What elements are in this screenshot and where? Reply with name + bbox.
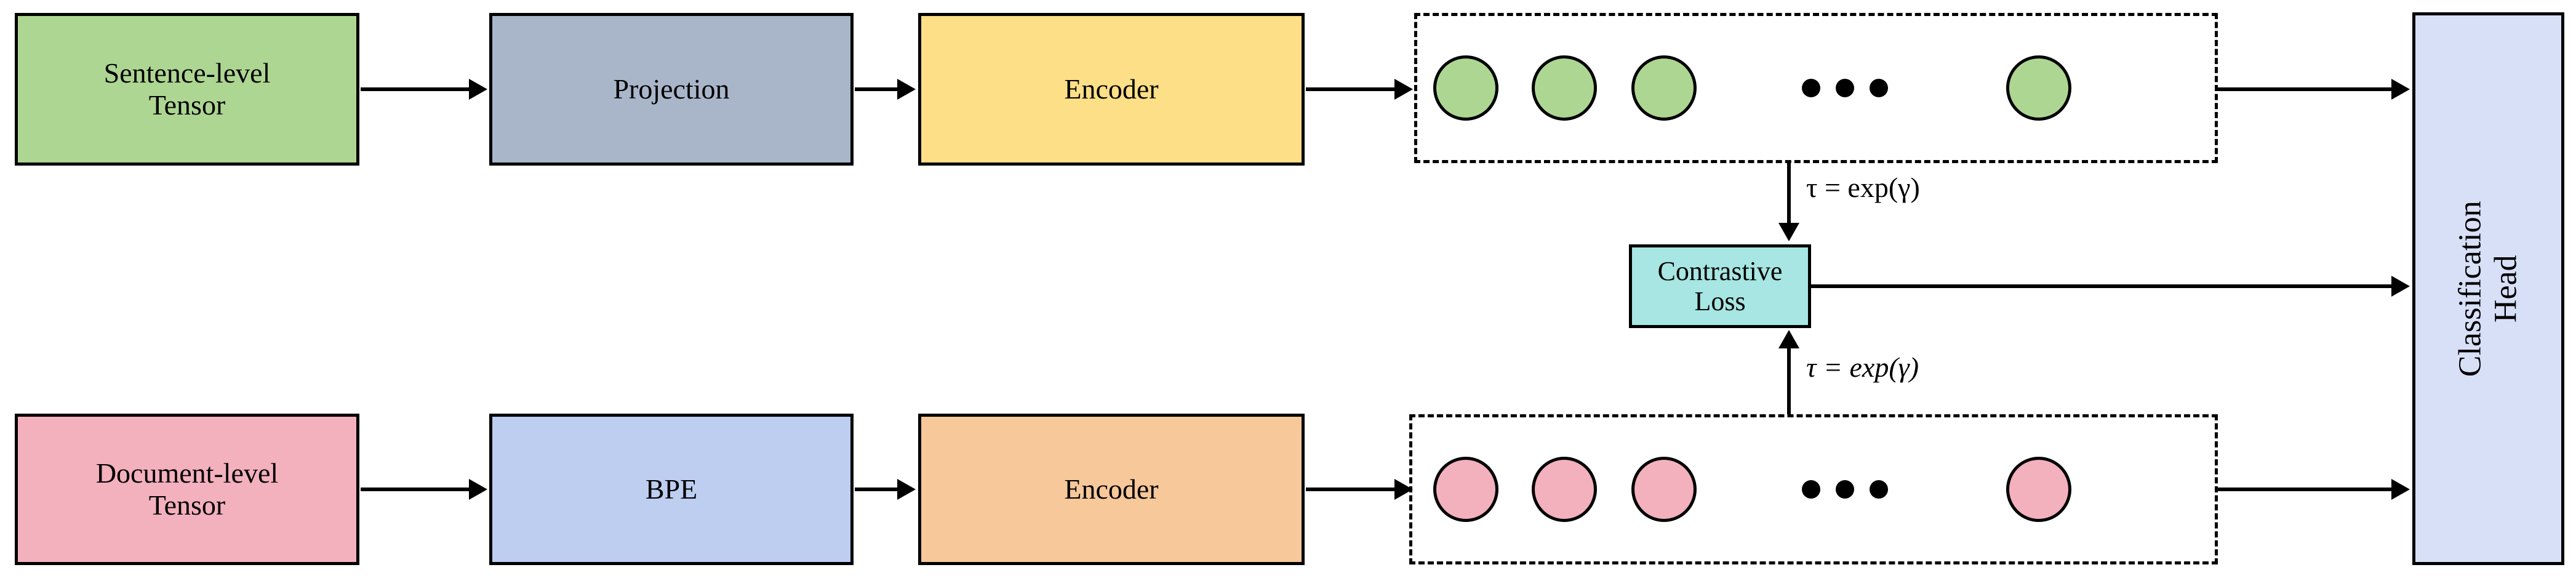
arrow-line-bottom-to-loss <box>1787 348 1791 414</box>
sentence-embedding-node <box>1532 55 1597 121</box>
projection-box: Projection <box>489 13 854 166</box>
arrow-head-embeddings-top-to-head <box>2391 79 2410 100</box>
classification-head-box: Classification Head <box>2412 12 2564 565</box>
arrow-head-projection-to-encoder <box>897 79 916 100</box>
arrow-head-embeddings-bottom-to-head <box>2391 479 2410 500</box>
arrow-head-bpe-to-encoder <box>897 479 916 500</box>
arrow-line-encoder-to-embeddings-bottom <box>1306 488 1396 491</box>
arrow-line-bpe-to-encoder <box>855 488 899 491</box>
arrow-head-encoder-to-embeddings-top <box>1394 79 1413 100</box>
ellipsis-dot-bottom <box>1836 480 1854 499</box>
ellipsis-dot-bottom <box>1870 480 1888 499</box>
ellipsis-dot-top <box>1802 79 1820 97</box>
sentence-embedding-node <box>1433 55 1498 121</box>
sentence-embedding-node-last <box>2006 55 2071 121</box>
document-embedding-node <box>1433 457 1498 522</box>
encoder-top-label: Encoder <box>1064 73 1159 105</box>
arrow-line-projection-to-encoder <box>855 87 899 91</box>
arrow-line-loss-to-head <box>1810 284 2393 288</box>
ellipsis-dot-top <box>1870 79 1888 97</box>
arrow-head-loss-to-head <box>2391 276 2410 297</box>
encoder-bottom-box: Encoder <box>918 414 1305 565</box>
arrow-head-bottom-to-loss <box>1778 330 1799 348</box>
bpe-box: BPE <box>489 414 854 565</box>
arrow-head-document-to-bpe <box>469 479 487 500</box>
document-embedding-node <box>1631 457 1697 522</box>
encoder-top-box: Encoder <box>918 13 1305 166</box>
encoder-bottom-label: Encoder <box>1064 473 1159 505</box>
arrow-head-top-to-loss <box>1778 223 1799 241</box>
arrow-head-sentence-to-projection <box>469 79 487 100</box>
ellipsis-dot-top <box>1836 79 1854 97</box>
arrow-line-sentence-to-projection <box>361 87 471 91</box>
bpe-label: BPE <box>645 473 698 505</box>
document-level-tensor-box: Document-level Tensor <box>15 414 359 565</box>
tau-annotation-bottom: τ = exp(γ) <box>1806 351 1919 383</box>
tau-annotation-top: τ = exp(γ) <box>1806 172 1920 203</box>
sentence-level-tensor-box: Sentence-level Tensor <box>15 13 359 166</box>
contrastive-loss-box: Contrastive Loss <box>1629 244 1811 328</box>
arrow-line-document-to-bpe <box>361 488 471 491</box>
arrow-line-encoder-to-embeddings-top <box>1306 87 1396 91</box>
arrow-line-embeddings-bottom-to-head <box>2216 488 2393 491</box>
projection-label: Projection <box>613 73 730 105</box>
arrow-line-top-to-loss <box>1787 163 1791 225</box>
arrow-line-embeddings-top-to-head <box>2216 87 2393 91</box>
document-embedding-node <box>1532 457 1597 522</box>
document-level-tensor-label: Document-level Tensor <box>95 457 279 521</box>
contrastive-loss-label: Contrastive Loss <box>1657 255 1783 316</box>
ellipsis-dot-bottom <box>1802 480 1820 499</box>
document-embedding-node-last <box>2006 457 2071 522</box>
classification-head-label: Classification Head <box>2452 201 2524 377</box>
sentence-level-tensor-label: Sentence-level Tensor <box>103 57 271 121</box>
sentence-embedding-node <box>1631 55 1697 121</box>
